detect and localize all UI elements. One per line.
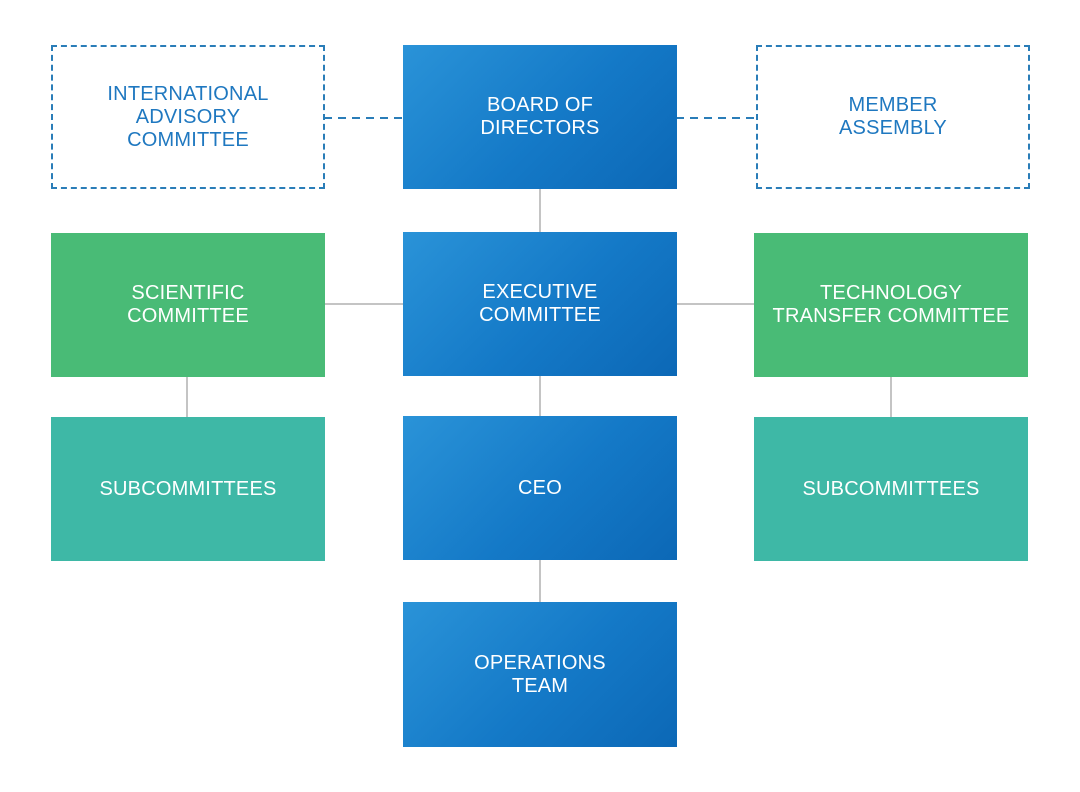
subcommittees-right-box: SUBCOMMITTEES	[754, 417, 1028, 561]
member-assembly-box: MEMBER ASSEMBLY	[756, 45, 1030, 189]
technology-transfer-committee-label: TECHNOLOGY TRANSFER COMMITTEE	[772, 282, 1010, 327]
board-of-directors-label: BOARD OF DIRECTORS	[480, 94, 600, 139]
ceo-label: CEO	[518, 476, 562, 499]
operations-team-box: OPERATIONS TEAM	[403, 602, 677, 747]
international-advisory-committee-label: INTERNATIONAL ADVISORY COMMITTEE	[107, 82, 269, 151]
operations-team-label: OPERATIONS TEAM	[474, 651, 606, 697]
subcommittees-left-box: SUBCOMMITTEES	[51, 417, 325, 561]
ceo-box: CEO	[403, 416, 677, 560]
technology-transfer-committee-box: TECHNOLOGY TRANSFER COMMITTEE	[754, 233, 1028, 377]
member-assembly-label: MEMBER ASSEMBLY	[839, 94, 947, 139]
executive-committee-box: EXECUTIVE COMMITTEE	[403, 232, 677, 376]
subcommittees-right-label: SUBCOMMITTEES	[802, 477, 980, 500]
international-advisory-committee-box: INTERNATIONAL ADVISORY COMMITTEE	[51, 45, 325, 189]
scientific-committee-box: SCIENTIFIC COMMITTEE	[51, 233, 325, 377]
scientific-committee-label: SCIENTIFIC COMMITTEE	[127, 282, 249, 327]
board-of-directors-box: BOARD OF DIRECTORS	[403, 45, 677, 189]
executive-committee-label: EXECUTIVE COMMITTEE	[479, 281, 601, 326]
subcommittees-left-label: SUBCOMMITTEES	[99, 477, 277, 500]
